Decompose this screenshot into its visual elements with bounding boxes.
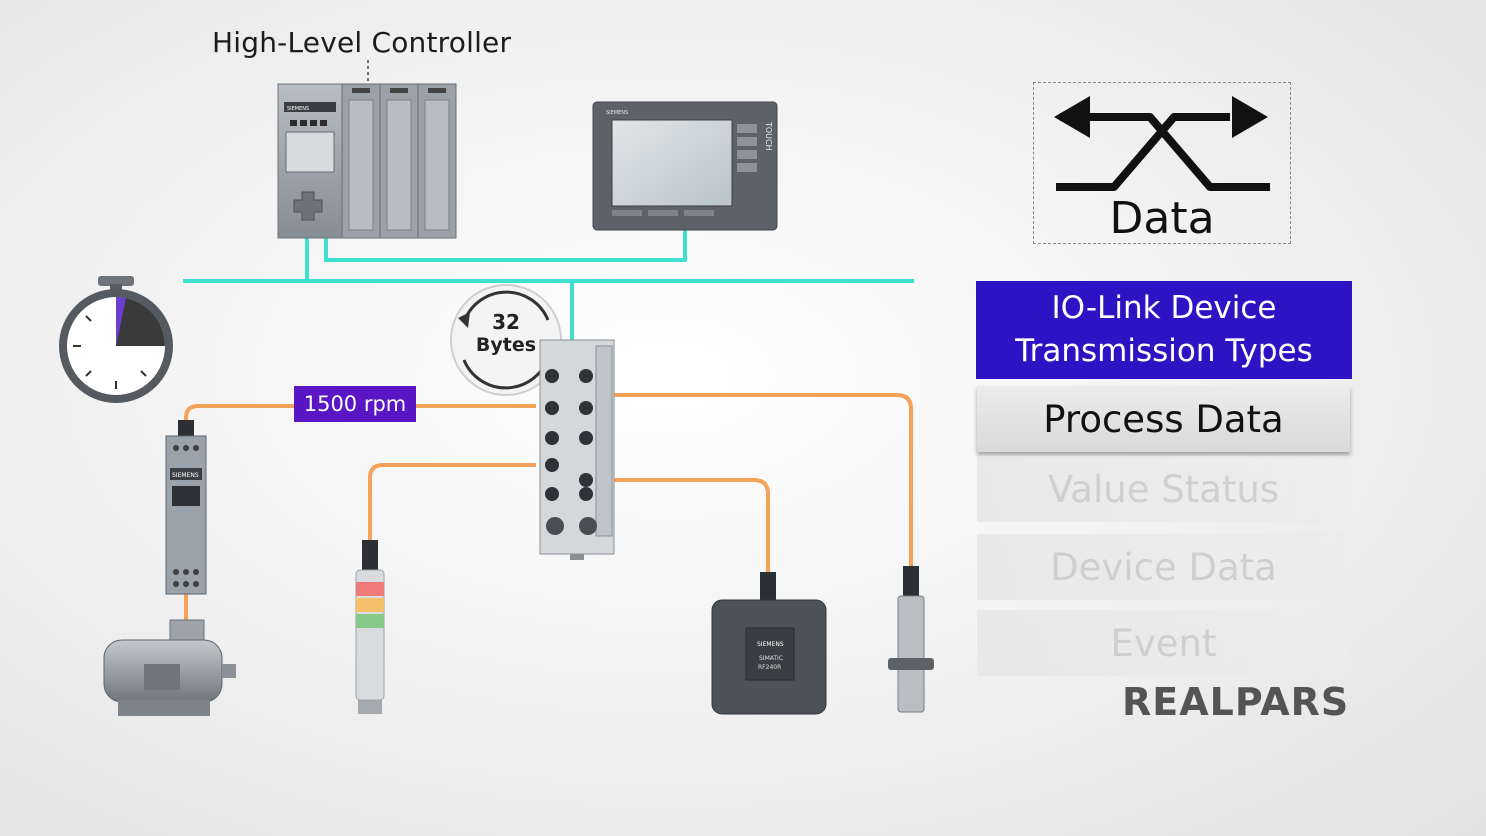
data-exchange-icon [1054, 96, 1270, 191]
cycle-arrowhead-left [458, 312, 470, 328]
stopwatch-crown [98, 276, 134, 286]
plc-brand-plate [284, 102, 336, 112]
stopwatch-highlight [116, 296, 126, 346]
type-item-process-data[interactable]: Process Data [977, 386, 1350, 452]
proximity-sensor [888, 566, 934, 713]
tower-light-amber [356, 598, 384, 612]
speed-badge: 1500 rpm [294, 386, 416, 422]
sensor-connector [903, 566, 919, 596]
stopwatch-ticks [73, 315, 147, 389]
data-icon-frame: Data [1033, 82, 1291, 244]
tower-light-red [356, 582, 384, 596]
tower-connector [362, 540, 378, 570]
hmi-bottom-keys [612, 210, 714, 216]
brand-logo: REALPARS [1122, 680, 1350, 724]
cable-motor-starter [184, 404, 536, 420]
motor-nameplate [144, 664, 180, 690]
rfid-model-line1: SIMATIC [759, 655, 783, 662]
hmi-brand-text: SIEMENS [606, 110, 628, 116]
hmi-touch-panel: SIEMENS TOUCH [592, 101, 778, 231]
sensor-nut [888, 658, 934, 670]
signal-tower [355, 540, 385, 714]
cycle-arrow-top [462, 290, 550, 323]
starter-display [172, 486, 200, 506]
hmi-screen [611, 119, 733, 207]
rfid-label-area [745, 627, 795, 681]
starter-brand-text: SIEMENS [172, 472, 199, 479]
io-master-led-strip [595, 345, 613, 537]
motor-shaft [222, 664, 236, 678]
io-master-network-port [570, 554, 584, 560]
rfid-connector [760, 572, 776, 602]
controller-label: High-Level Controller [212, 26, 512, 59]
tower-light-green [356, 614, 384, 628]
cycle-size-value: 32 [492, 310, 520, 334]
plc-navigation-pad [293, 191, 323, 221]
rfid-brand-text: SIEMENS [757, 641, 784, 648]
stopwatch-elapsed-sector [116, 297, 165, 346]
data-path-bottom [1056, 113, 1230, 191]
motor-base [118, 700, 210, 716]
panel-title-line1: IO-Link Device [1051, 290, 1277, 326]
cycle-size-unit: Bytes [475, 334, 537, 356]
panel-title-line2: Transmission Types [1015, 333, 1313, 369]
motor-starter: SIEMENS [165, 420, 207, 595]
hmi-network-link [324, 230, 687, 262]
type-item-device-data[interactable]: Device Data [977, 534, 1350, 600]
cable-signal-tower [368, 463, 536, 540]
starter-brand-plate [170, 468, 202, 480]
plc-display [285, 131, 335, 173]
data-arrowhead-right [1232, 96, 1268, 138]
rfid-model-line2: RF240R [758, 664, 781, 671]
hmi-touch-label: TOUCH [764, 121, 773, 151]
rfid-reader: SIEMENS SIMATIC RF240R [711, 572, 827, 715]
type-item-event[interactable]: Event [977, 610, 1350, 676]
cable-rfid-reader [606, 478, 770, 572]
panel-title: IO-Link Device Transmission Types [976, 281, 1352, 379]
electric-motor [103, 619, 236, 716]
plc-brand-text: SIEMENS [287, 106, 309, 112]
plc-controller: SIEMENS [277, 60, 457, 239]
plc-io-modules [341, 83, 457, 239]
io-link-master [539, 339, 615, 560]
starter-terminals [173, 445, 199, 587]
data-path-top [1060, 113, 1270, 191]
type-item-value-status[interactable]: Value Status [977, 456, 1350, 522]
network-lines [183, 230, 914, 342]
hmi-side-keys [737, 124, 757, 172]
plc-status-leds [290, 120, 327, 126]
tower-base [358, 700, 382, 714]
data-arrowhead-left [1054, 96, 1090, 138]
data-icon-label: Data [1109, 193, 1215, 244]
starter-body [165, 435, 207, 595]
io-master-ports [545, 369, 597, 535]
stopwatch-icon [59, 276, 173, 403]
starter-connector [178, 420, 194, 438]
io-link-cables [184, 393, 913, 622]
sensor-body [897, 595, 925, 713]
cable-proximity-sensor [606, 393, 913, 566]
